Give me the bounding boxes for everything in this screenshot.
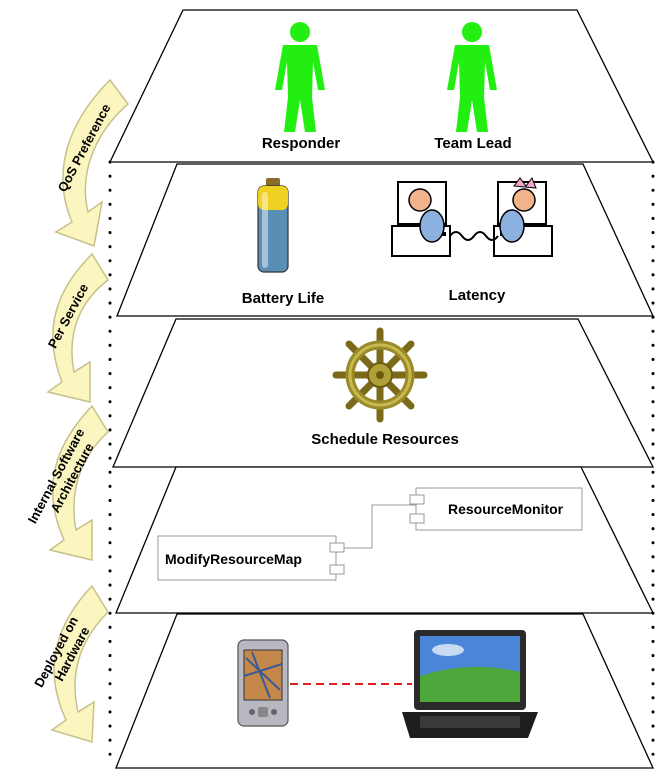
label-battery-life: Battery Life <box>242 290 325 307</box>
label-modify-resource-map: ModifyResourceMap <box>165 551 302 567</box>
arrow-internal-software-architecture: Internal Software Architecture <box>25 404 109 561</box>
label-team-lead: Team Lead <box>434 135 511 152</box>
laptop-icon <box>402 630 538 738</box>
person-icon <box>275 22 325 132</box>
arrow-qos-preference: QoS Preference <box>54 78 130 248</box>
ship-wheel-icon <box>332 327 428 423</box>
layer-users <box>108 9 655 163</box>
layer-hardware <box>115 613 655 769</box>
arrow-per-service: Per Service <box>45 252 109 403</box>
component-resource-monitor: ResourceMonitor <box>409 487 583 531</box>
person-icon <box>447 22 497 132</box>
label-responder: Responder <box>262 135 341 152</box>
label-resource-monitor: ResourceMonitor <box>448 501 564 517</box>
battery-icon <box>257 178 289 273</box>
pda-icon <box>237 639 289 727</box>
component-connector <box>344 504 422 549</box>
label-latency: Latency <box>449 287 506 304</box>
arrow-deployed-on-hardware: Deployed on Hardware <box>31 584 109 743</box>
computers-talking-icon <box>391 176 553 257</box>
component-modify-resource-map: ModifyResourceMap <box>157 535 345 581</box>
label-schedule-resources: Schedule Resources <box>311 431 459 448</box>
layer-qos <box>116 163 655 317</box>
